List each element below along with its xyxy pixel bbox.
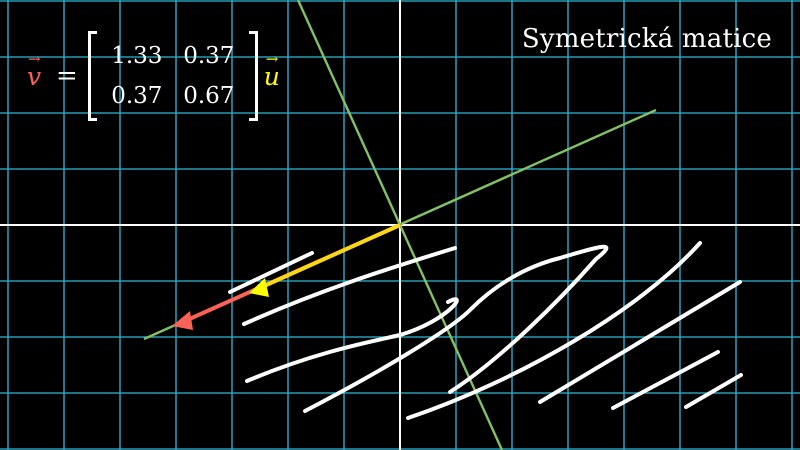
scene-title: Symetrická matice: [521, 24, 772, 54]
vector-v-arrow-icon: →: [28, 49, 41, 68]
scribble-stroke: [406, 241, 702, 420]
vector-v-letter: v: [26, 61, 42, 91]
scribble-stroke: [538, 280, 742, 404]
vectors: [172, 223, 401, 330]
matrix-cell-2-2: 0.67: [183, 83, 235, 109]
vector-u-symbol: → u: [263, 50, 280, 91]
matrix-left-bracket: [87, 31, 97, 121]
scribble-stroke: [684, 373, 743, 409]
scribble-annotations: [228, 241, 743, 420]
scribble-stroke: [303, 244, 609, 413]
matrix-cell-1-2: 0.37: [183, 43, 235, 69]
vector-u-letter: u: [263, 61, 280, 91]
equals-sign: =: [56, 61, 78, 91]
matrix-cell-1-1: 1.33: [111, 43, 163, 69]
vector-u-shaft: [261, 223, 401, 289]
scribble-stroke: [245, 297, 459, 383]
matrix-equation: → v = 1.33 0.37 0.37 0.67 → u: [26, 28, 280, 124]
vector-u-arrowhead: [249, 278, 269, 297]
matrix-right-bracket: [248, 31, 258, 121]
vector-v-symbol: → v: [26, 50, 42, 91]
vector-v-arrowhead: [172, 311, 193, 330]
scribble-stroke: [611, 350, 720, 410]
scribble-stroke: [228, 251, 314, 294]
matrix-cell-2-1: 0.37: [111, 83, 163, 109]
symmetric-matrix: 1.33 0.37 0.37 0.67: [97, 36, 249, 116]
vector-u-arrow-icon: →: [265, 49, 279, 68]
scribble-stroke: [242, 246, 457, 326]
